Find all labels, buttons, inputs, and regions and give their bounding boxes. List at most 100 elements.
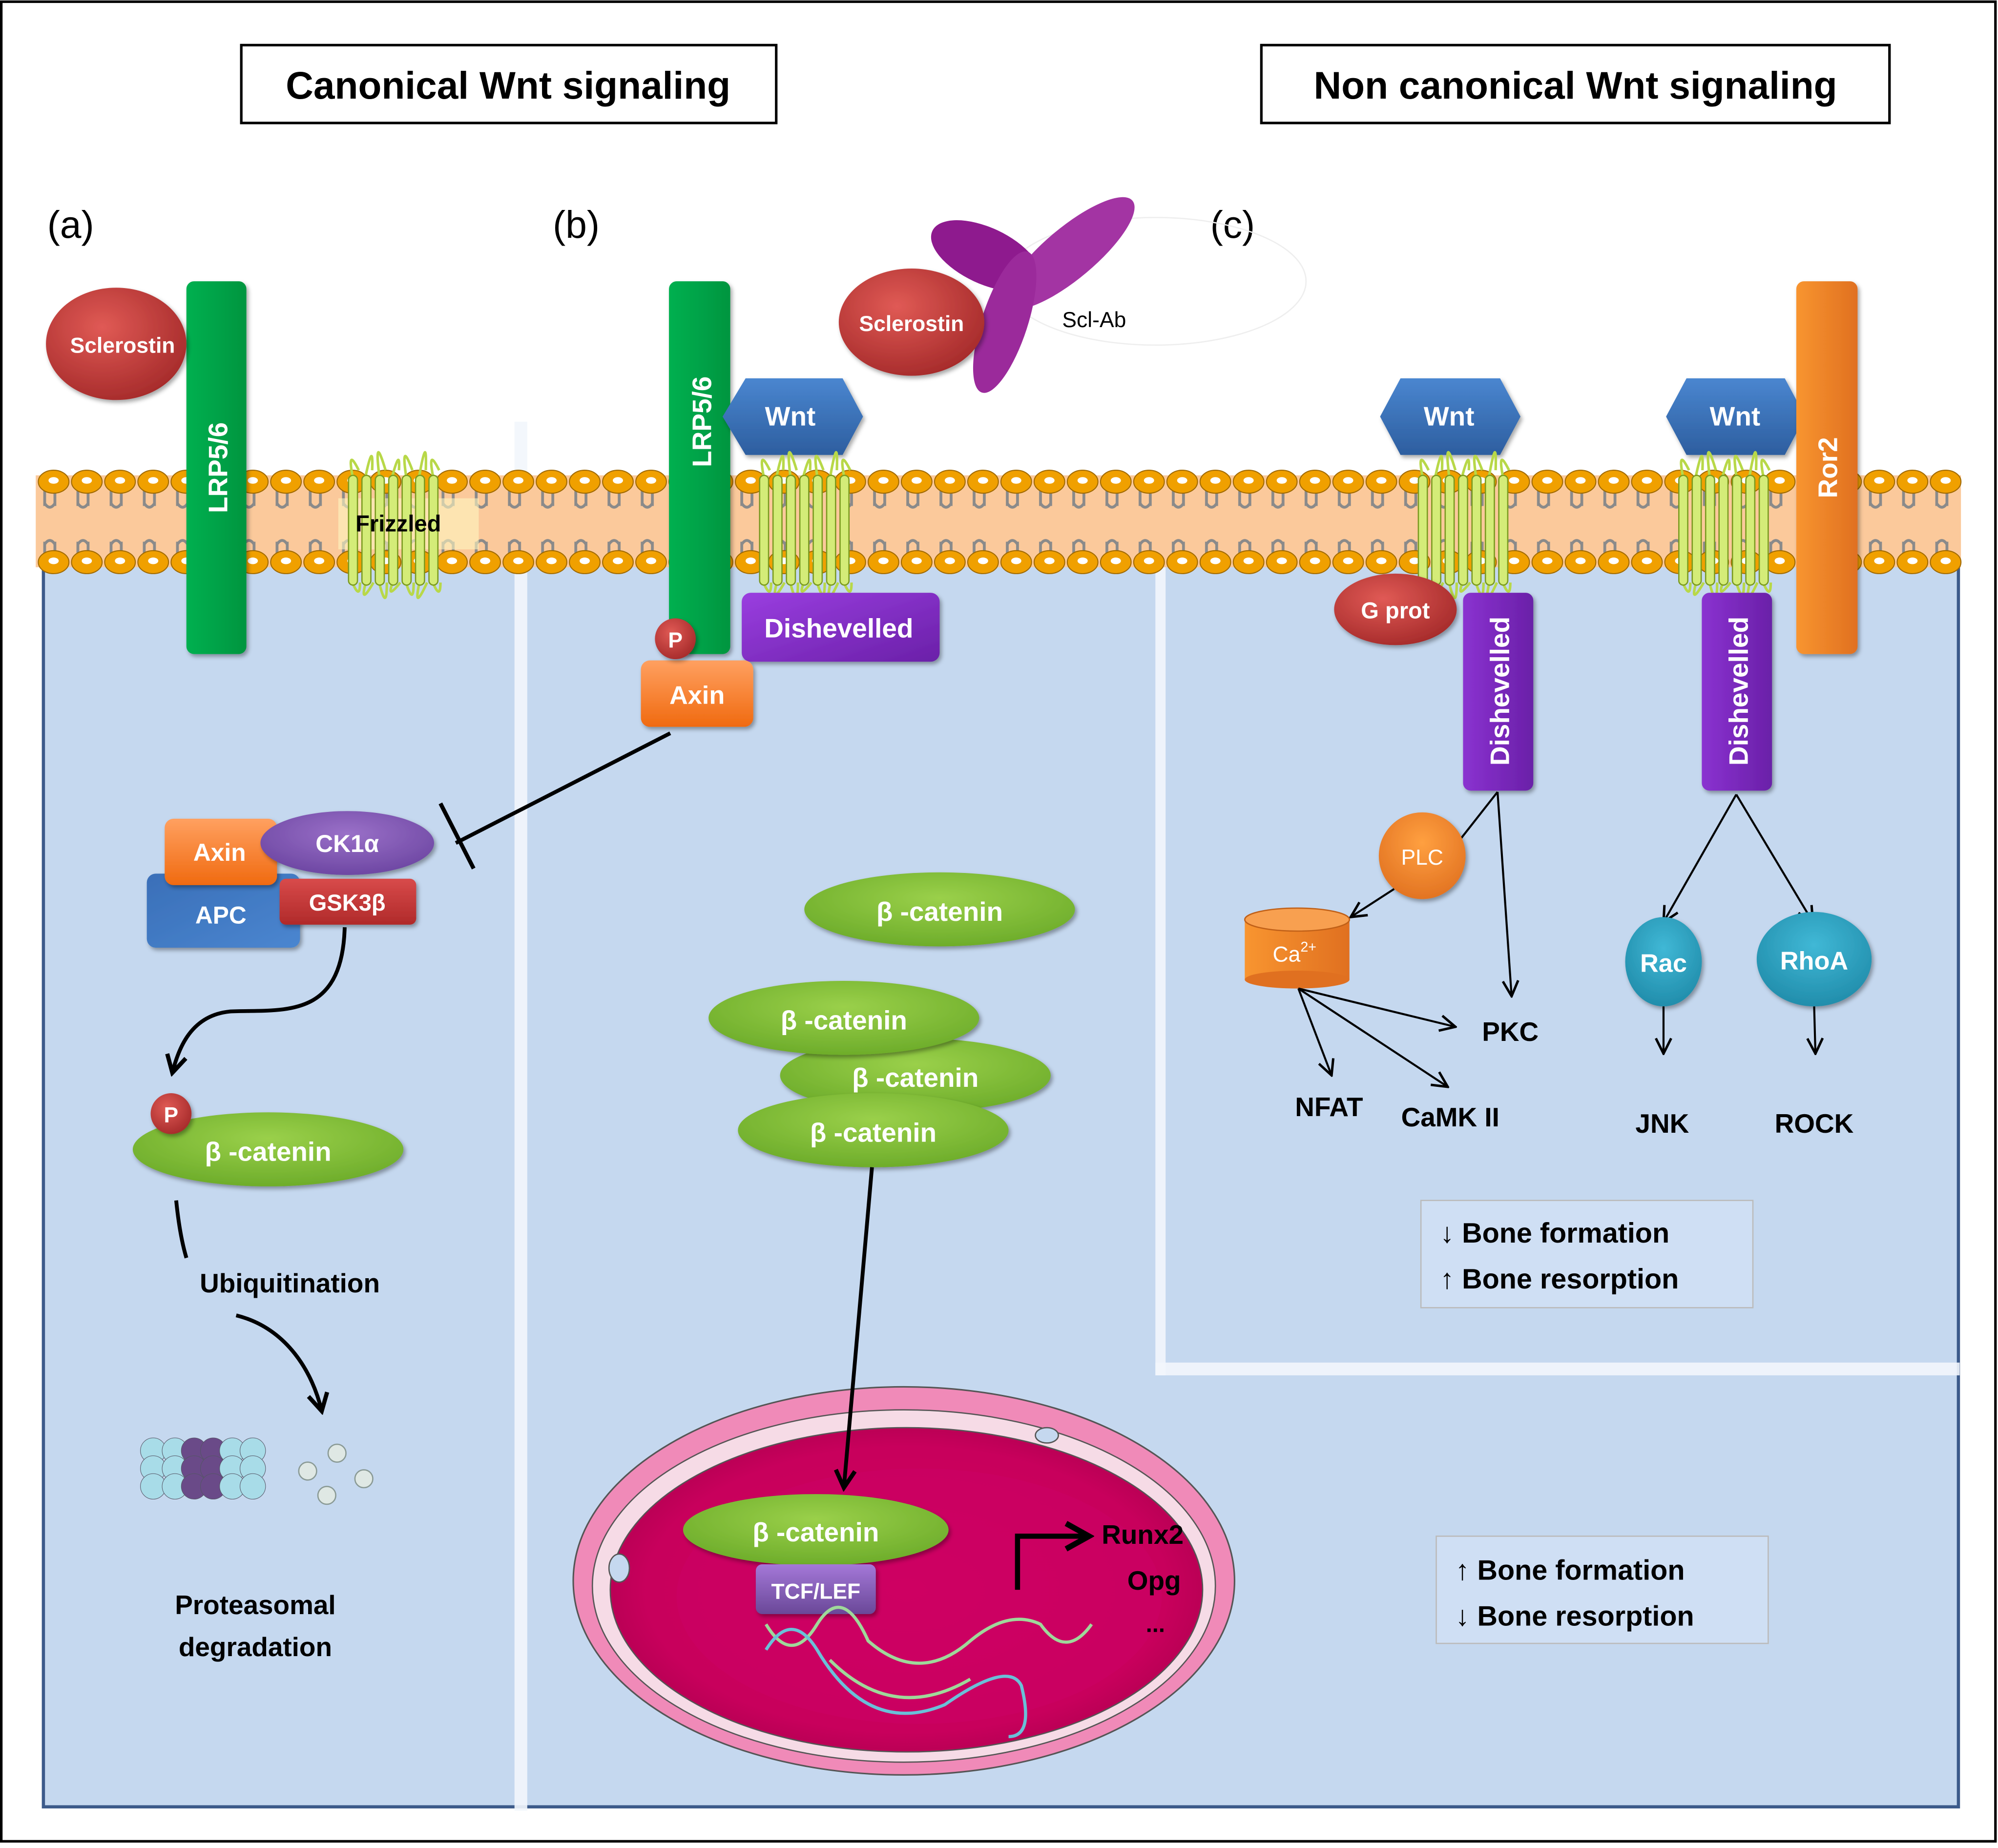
nfat-label: NFAT (1295, 1092, 1363, 1122)
dsh-pkc-arrow (1496, 791, 1512, 996)
panel-label-c: (c) (1210, 203, 1255, 246)
lipid-head (71, 550, 103, 574)
frizzled-loop (416, 582, 428, 600)
frizzled-helix (1498, 475, 1509, 586)
frizzled-loop (418, 451, 427, 476)
axin-complex-label: Axin (193, 839, 246, 866)
dishevelled-label-c-left: Dishevelled (1485, 617, 1515, 766)
nuclear-translocation-arrow (844, 1167, 874, 1488)
lipid-head (303, 550, 335, 574)
canonical-title: Canonical Wnt signaling (286, 64, 730, 107)
frizzled-receptor-c-left (1417, 451, 1512, 600)
frizzled-loop (1760, 458, 1771, 476)
frizzled-loop (364, 455, 374, 476)
cell-membrane (36, 470, 1962, 574)
frizzled-loop (1434, 455, 1444, 476)
frizzled-helix (826, 475, 836, 586)
beta-catenin-stack-3 (738, 1093, 1009, 1167)
lipid-head (900, 550, 933, 574)
lipid-head (1133, 550, 1165, 574)
lipid-head (469, 470, 501, 494)
lipid-head (38, 550, 70, 574)
outcome-box-non-canonical: ↓ Bone formation ↑ Bone resorption (1420, 1200, 1754, 1308)
degradation-label: degradation (179, 1632, 332, 1662)
beta-catenin-nuclear (683, 1494, 949, 1566)
destruction-complex: APC Axin CK1α GSK3β (146, 811, 434, 948)
lipid-head (1000, 470, 1032, 494)
frizzled-loop (376, 451, 387, 476)
frizzled-helix (1678, 475, 1688, 586)
ca-pkc-arrow (1298, 987, 1456, 1027)
frizzled-helix (1718, 475, 1729, 586)
pkc-label: PKC (1482, 1017, 1539, 1047)
apc-label: APC (195, 901, 247, 929)
ror2-receptor (1796, 281, 1858, 654)
frizzled-loop (1448, 582, 1458, 600)
sclerostin-a (46, 288, 187, 400)
axin-complex (165, 818, 277, 885)
lipid-head (867, 470, 899, 494)
sclerostin-label-b: Sclerostin (859, 312, 964, 336)
lipid-head (1564, 470, 1597, 494)
lipid-head (1100, 470, 1132, 494)
lrp-label-a: LRP5/6 (203, 422, 233, 513)
lipid-head (137, 550, 169, 574)
lipid-head (1332, 550, 1364, 574)
g-protein (1334, 573, 1457, 645)
lipid-head (104, 470, 136, 494)
lipid-head (735, 550, 767, 574)
lipid-head (502, 470, 534, 494)
target-ellipsis: ... (1146, 1611, 1165, 1637)
frizzled-helix (812, 475, 823, 586)
frizzled-loop (391, 458, 401, 476)
lipid-head (270, 470, 302, 494)
lipid-head (1066, 550, 1099, 574)
axin-label-b: Axin (669, 682, 725, 710)
axin-b (641, 660, 753, 727)
wnt-c-right (1666, 378, 1806, 455)
lrp-label-b: LRP5/6 (687, 376, 717, 467)
target-opg: Opg (1127, 1565, 1181, 1596)
frizzled-helix (772, 475, 783, 586)
frizzled-loop (760, 458, 771, 476)
beta-catenin-label-stack-2: β -catenin (852, 1062, 978, 1093)
proteasome-icon (140, 1437, 266, 1500)
frizzled-loop (1488, 451, 1498, 476)
lipid-head (1033, 470, 1065, 494)
phosphate-label-b: P (668, 629, 683, 653)
beta-catenin-free (804, 872, 1075, 947)
frizzled-helix (1758, 475, 1769, 586)
lipid-head (1299, 550, 1331, 574)
lipid-head (1631, 470, 1663, 494)
sclerostin-label-a: Sclerostin (70, 334, 175, 358)
frizzled-loop (829, 451, 838, 476)
non-canonical-title-box: Non canonical Wnt signaling (1260, 43, 1891, 125)
dishevelled-c-left (1463, 593, 1534, 791)
jnk-label: JNK (1635, 1108, 1689, 1139)
lipid-head (900, 470, 933, 494)
inhibition-line (455, 731, 671, 845)
dishevelled-label-b: Dishevelled (764, 613, 913, 644)
frizzled-helix (415, 475, 425, 586)
frizzled-loop (787, 451, 798, 476)
ca-camk-arrow (1297, 987, 1448, 1087)
lipid-head (1564, 550, 1597, 574)
proteasome-subunit (240, 1473, 266, 1500)
lipid-head (1033, 550, 1065, 574)
inhibition-bar (438, 802, 476, 870)
lipid-head (1896, 470, 1929, 494)
lipid-head (735, 470, 767, 494)
frizzled-helix (361, 475, 372, 586)
frizzled-helix (759, 475, 770, 586)
g-protein-label: G prot (1361, 597, 1430, 623)
frizzled-loop (1680, 458, 1690, 476)
frizzled-loop (1499, 458, 1510, 476)
tcf-lef-label: TCF/LEF (771, 1579, 860, 1603)
ca-nfat-arrow (1297, 988, 1332, 1076)
frizzled-loop (1419, 458, 1430, 476)
lipid-head (1199, 470, 1231, 494)
ck1a-label: CK1α (315, 830, 379, 857)
phosphorylation-arrow (172, 927, 347, 1073)
rac-label: Rac (1640, 950, 1687, 978)
rac (1625, 917, 1702, 1007)
